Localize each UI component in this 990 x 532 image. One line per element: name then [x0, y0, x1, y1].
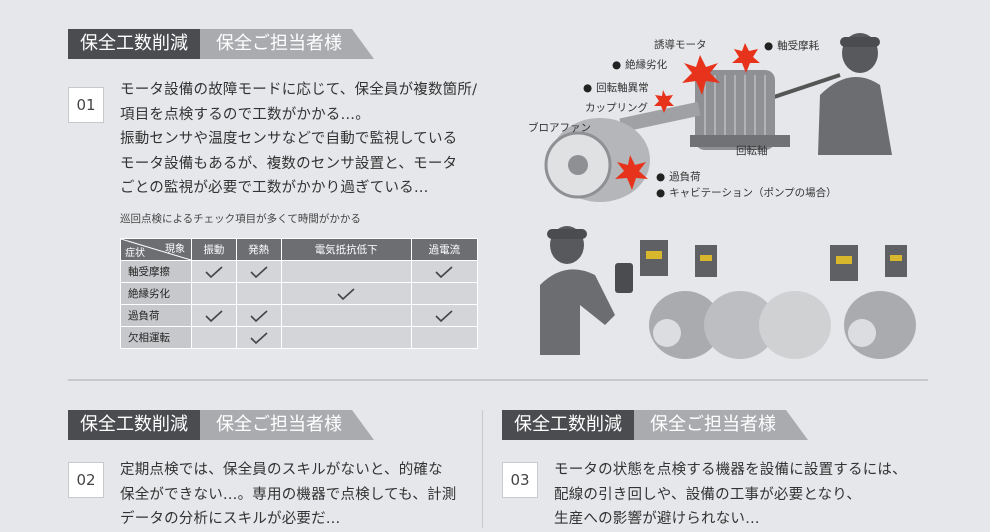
table-cell [191, 304, 237, 327]
label-bearing-wear: 軸受摩耗 [764, 38, 819, 53]
section-number-03: 03 [502, 462, 538, 498]
tag-secondary: 保全ご担当者様 [200, 410, 374, 440]
check-icon [250, 309, 268, 322]
corner-col-label: 現象 [165, 244, 185, 255]
blower-fan [544, 118, 650, 202]
tag-primary: 保全工数削減 [68, 410, 200, 440]
section-03-text: モータの状態を点検する機器を設備に設置するには、 配線の引き回しや、設備の工事が… [554, 462, 907, 527]
table-row: 絶縁劣化 [120, 282, 479, 305]
table-cell [280, 260, 412, 283]
column-divider [482, 410, 483, 528]
row-label: 絶縁劣化 [120, 282, 192, 305]
check-icon [435, 309, 453, 322]
sensor-inspection-illustration [540, 226, 916, 359]
table-cell [410, 282, 479, 305]
tag-secondary: 保全ご担当者様 [634, 410, 808, 440]
label-shaft-abnormality: 回転軸異常 [583, 80, 649, 95]
label-induction-motor: 誘導モータ [654, 39, 707, 51]
col-header: 振動 [191, 238, 237, 261]
inspector-figure [540, 226, 615, 355]
corner-diagonal [121, 239, 191, 260]
table-cell [280, 326, 412, 349]
table-cell [191, 282, 237, 305]
label-overload: 過負荷 [656, 169, 701, 184]
label-cavitation: キャビテーション（ポンプの場合） [656, 185, 836, 200]
section-03-tagbar: 保全工数削減 保全ご担当者様 [502, 410, 808, 440]
table-row: 過負荷 [120, 304, 479, 327]
motor-body [690, 70, 790, 150]
table-cell [280, 304, 412, 327]
check-table: 症状 現象 振動 発熱 電気抵抗低下 過電流 軸受摩擦絶縁劣化過負荷欠相運転 [120, 238, 479, 349]
label-rotating-shaft: 回転軸 [736, 145, 768, 157]
col-header: 発熱 [235, 238, 282, 261]
row-label: 軸受摩擦 [120, 260, 192, 283]
table-corner: 症状 現象 [120, 238, 192, 261]
check-icon [205, 265, 223, 278]
table-cell [280, 282, 412, 305]
spark-markers [615, 43, 760, 190]
tag-primary: 保全工数削減 [502, 410, 634, 440]
motor-failure-diagram [544, 33, 892, 202]
row-label: 欠相運転 [120, 326, 192, 349]
table-caption: 巡回点検によるチェック項目が多くて時間がかかる [120, 213, 361, 225]
table-cell [235, 304, 282, 327]
section-number-02: 02 [68, 462, 104, 498]
check-icon [337, 287, 355, 300]
label-blower-fan: ブロアファン [528, 122, 591, 134]
table-cell [410, 304, 479, 327]
col-header: 過電流 [410, 238, 479, 261]
check-icon [435, 265, 453, 278]
tag-secondary: 保全ご担当者様 [200, 29, 374, 59]
section-01-tagbar: 保全工数削減 保全ご担当者様 [68, 29, 374, 59]
motor-row [649, 291, 916, 359]
check-icon [250, 265, 268, 278]
label-coupling: カップリング [585, 102, 648, 114]
table-cell [235, 260, 282, 283]
table-cell [191, 260, 237, 283]
worker-figure [818, 33, 892, 155]
tag-primary: 保全工数削減 [68, 29, 200, 59]
section-02-text: 定期点検では、保全員のスキルがないと、的確な 保全ができない…。専用の機器で点検… [120, 462, 457, 527]
sensor-units [640, 240, 907, 281]
col-header: 電気抵抗低下 [280, 238, 412, 261]
section-number-01: 01 [68, 87, 104, 123]
table-row: 軸受摩擦 [120, 260, 479, 283]
section-divider [68, 379, 928, 381]
section-02-tagbar: 保全工数削減 保全ご担当者様 [68, 410, 374, 440]
corner-row-label: 症状 [125, 248, 145, 259]
table-cell [410, 260, 479, 283]
section-01-text: モータ設備の故障モードに応じて、保全員が複数箇所/ 項目を点検するので工数がかか… [120, 82, 478, 196]
table-cell [235, 326, 282, 349]
check-icon [250, 331, 268, 344]
table-row: 欠相運転 [120, 326, 479, 349]
table-cell [235, 282, 282, 305]
label-insulation-degradation: 絶縁劣化 [612, 57, 667, 72]
table-cell [410, 326, 479, 349]
check-icon [205, 309, 223, 322]
row-label: 過負荷 [120, 304, 192, 327]
table-cell [191, 326, 237, 349]
